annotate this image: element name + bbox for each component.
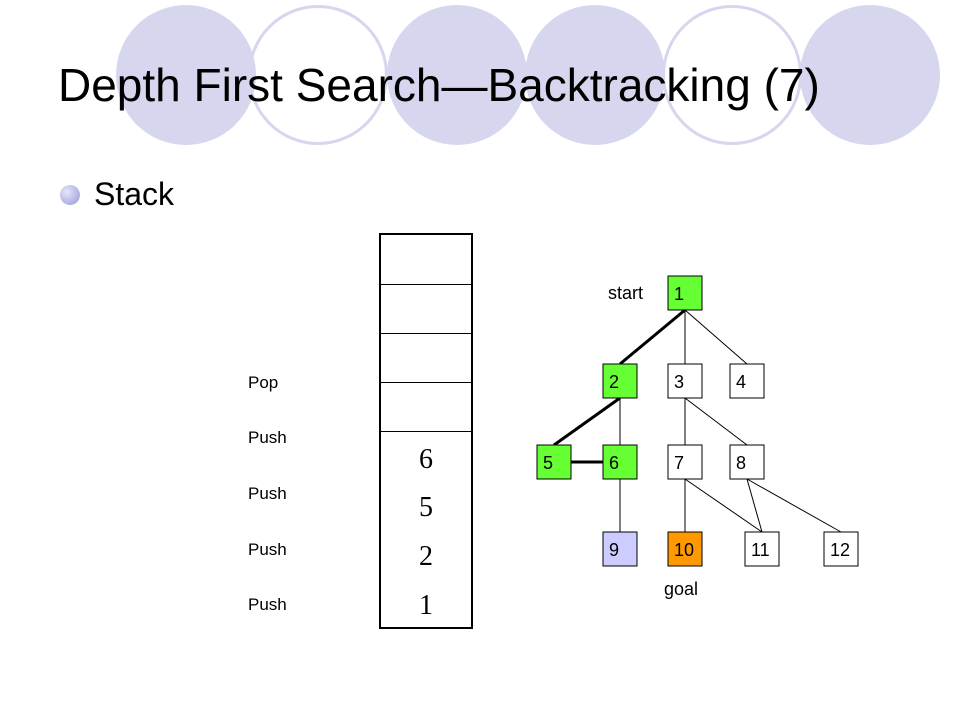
tree-node-11: 11 [744,531,780,567]
tree-node-label: 4 [736,372,746,392]
tree-node-9: 9 [602,531,638,567]
tree-node-box [729,444,765,480]
tree-edge-1-2 [619,308,686,366]
tree-edge-8-12 [746,478,842,533]
decorative-circle [248,5,388,145]
operation-label: Push [248,540,287,559]
tree-node-2: 2 [602,363,638,399]
stack-slot-value: 6 [419,444,433,475]
tree-node-8: 8 [729,444,765,480]
tree-node-box [667,444,703,480]
tree-node-label: 3 [674,372,684,392]
tree-node-1: 1 [667,275,703,311]
tree-node-box [729,363,765,399]
tree-node-label: 10 [674,540,694,560]
tree-node-label: 9 [609,540,619,560]
goal-label: goal [664,579,698,599]
decorative-circle [387,5,527,145]
stack-slot: 2 [381,529,471,577]
tree-edge-3-8 [684,397,748,446]
bullet-icon [60,185,80,205]
operation-label: Push [248,595,287,614]
tree-node-box [602,444,638,480]
tree-node-4: 4 [729,363,765,399]
bullet-text: Stack [94,176,175,212]
decorative-circle [800,5,940,145]
tree-node-label: 11 [751,540,770,560]
decorative-circle [116,5,256,145]
tree-edge-1-4 [684,309,748,365]
tree-node-10: 10 [667,531,703,567]
stack: 6 5 2 1 [379,233,473,629]
tree-node-box [823,531,859,567]
tree-node-6: 6 [602,444,638,480]
operation-label: Push [248,484,287,503]
tree-node-box [602,363,638,399]
tree-edge-8-11 [746,478,763,533]
tree-edge-2-5 [553,396,621,447]
tree-node-label: 1 [674,284,684,304]
tree-node-box [667,531,703,567]
stack-slot [381,333,471,382]
tree-node-7: 7 [667,444,703,480]
stack-slot: 5 [381,480,471,528]
tree-node-label: 12 [830,540,850,560]
stack-slot-value: 5 [419,492,433,523]
stack-slot: 1 [381,578,471,626]
stack-slot-value: 1 [419,590,433,621]
tree-node-box [667,363,703,399]
stack-slot [381,382,471,431]
slide-title: Depth First Search—Backtracking (7) [58,59,820,111]
stack-slot-value: 2 [419,541,433,572]
tree-node-12: 12 [823,531,859,567]
stack-slot: 6 [381,431,471,480]
stack-slot [381,284,471,333]
tree-node-label: 7 [674,453,684,473]
tree-node-box [667,275,703,311]
tree-node-label: 2 [609,372,619,392]
tree-node-box [536,444,572,480]
tree-node-label: 8 [736,453,746,473]
operation-label: Pop [248,373,279,392]
tree-node-label: 5 [543,453,553,473]
tree-edge-7-11 [684,478,763,533]
tree-node-5: 5 [536,444,572,480]
start-label: start [608,283,643,303]
tree-node-3: 3 [667,363,703,399]
decorative-circle [525,5,665,145]
tree-node-box [602,531,638,567]
tree-node-label: 6 [609,453,619,473]
operation-label: Push [248,428,287,447]
tree-node-box [744,531,780,567]
